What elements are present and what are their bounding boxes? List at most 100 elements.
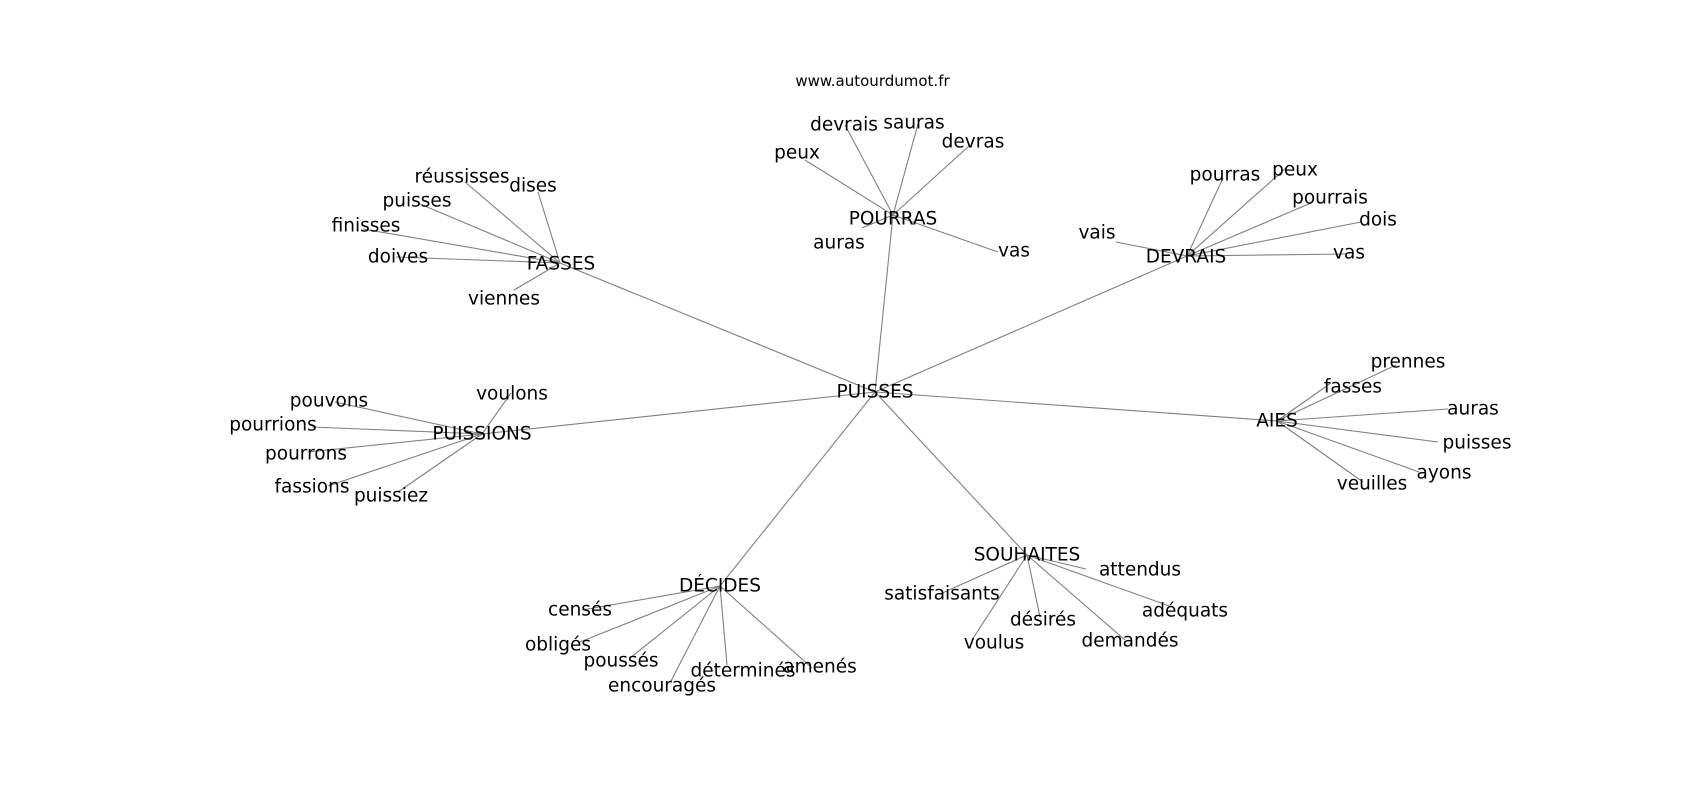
hub-node-decides: DÉCIDES xyxy=(679,575,761,597)
hub-node-aies: AIES xyxy=(1256,411,1298,432)
edge-center-pourras xyxy=(874,214,894,393)
leaf-word-node: obligés xyxy=(525,635,591,656)
leaf-word-node: veuilles xyxy=(1337,474,1408,495)
edge-puissions-pourrions xyxy=(311,426,483,435)
leaf-word-node: fassions xyxy=(275,477,350,498)
edge-souhaites-attendus xyxy=(1026,554,1087,570)
edge-devrais-pourras xyxy=(1186,177,1224,257)
edge-puissions-puissiez xyxy=(397,433,483,493)
edge-devrais-pourrais xyxy=(1186,202,1312,257)
edge-center-decides xyxy=(719,391,876,587)
leaf-word-node: peux xyxy=(1272,160,1318,181)
hub-node-fasses: FASSES xyxy=(527,254,596,275)
leaf-word-node: doives xyxy=(368,247,428,268)
leaf-word-node: puisses xyxy=(383,191,452,212)
leaf-word-node: déterminés xyxy=(691,661,796,682)
edge-aies-prennes xyxy=(1276,364,1397,422)
leaf-word-node: viennes xyxy=(468,289,540,310)
edge-decides-determines xyxy=(719,585,728,666)
leaf-word-node: pourrais xyxy=(1292,188,1368,209)
edge-center-souhaites xyxy=(874,391,1028,556)
leaf-word-node: fasses xyxy=(1324,377,1382,398)
leaf-word-node: attendus xyxy=(1099,560,1181,581)
edges-layer xyxy=(307,123,1449,682)
hub-node-devrais: DEVRAIS xyxy=(1146,247,1227,268)
edge-center-puissions xyxy=(481,391,876,435)
leaf-word-node: censés xyxy=(548,600,612,621)
leaf-word-node: vas xyxy=(1333,243,1365,264)
edge-aies-veuilles xyxy=(1276,420,1364,483)
leaf-word-node: devrais xyxy=(810,115,878,136)
leaf-word-node: pourras xyxy=(1190,165,1261,186)
edge-souhaites-demandes xyxy=(1026,554,1126,641)
leaf-word-node: ayons xyxy=(1417,463,1472,484)
edge-devrais-dois xyxy=(1186,221,1362,257)
leaf-word-node: amenés xyxy=(783,657,857,678)
edge-aies-auras xyxy=(1276,408,1449,422)
leaf-word-node: vas xyxy=(998,241,1030,262)
leaf-word-node: puissiez xyxy=(354,486,428,507)
edge-decides-censes xyxy=(581,585,721,611)
leaf-word-node: demandés xyxy=(1082,631,1179,652)
leaf-word-node: voulons xyxy=(476,384,548,405)
edge-fasses-doives xyxy=(395,256,561,264)
edge-pourras-auras xyxy=(861,214,894,229)
edge-devrais-vais xyxy=(1115,241,1188,257)
leaf-word-node: auras xyxy=(1447,399,1499,420)
edge-fasses-reussisses xyxy=(464,181,561,264)
edge-souhaites-voulus xyxy=(971,554,1028,641)
leaf-word-node: poussés xyxy=(583,651,658,672)
leaf-word-node: voulus xyxy=(964,633,1025,654)
edge-fasses-viennes xyxy=(513,262,561,291)
edge-aies-ayons xyxy=(1276,420,1420,473)
site-title: www.autourdumot.fr xyxy=(795,72,950,90)
edge-puissions-pourrons xyxy=(307,433,483,453)
edge-decides-encourages xyxy=(670,585,721,682)
edge-aies-fasses xyxy=(1276,382,1332,422)
hub-node-puissions: PUISSIONS xyxy=(432,424,531,445)
leaf-word-node: adéquats xyxy=(1142,601,1228,622)
leaf-word-node: réussisses xyxy=(414,167,509,188)
edge-fasses-finisses xyxy=(362,228,561,264)
leaf-word-node: puisses xyxy=(1443,433,1512,454)
leaf-word-node: finisses xyxy=(332,216,401,237)
edge-devrais-peux xyxy=(1186,167,1287,257)
edge-center-aies xyxy=(874,391,1278,422)
leaf-word-node: auras xyxy=(813,233,865,254)
edge-pourras-sauras xyxy=(892,123,919,216)
edge-pourras-devras xyxy=(892,144,971,216)
edge-decides-amenes xyxy=(719,585,813,669)
center-word-node: PUISSES xyxy=(836,382,913,403)
leaf-word-node: peux xyxy=(774,143,820,164)
edge-pourras-peux xyxy=(804,159,894,216)
edge-souhaites-satisfaisants xyxy=(939,554,1028,595)
leaf-word-node: vais xyxy=(1078,223,1115,244)
leaf-word-node: encouragés xyxy=(608,676,716,697)
edge-aies-puisses xyxy=(1276,420,1439,443)
edge-fasses-puisses xyxy=(419,203,561,264)
leaf-word-node: désirés xyxy=(1010,610,1076,631)
edge-puissions-pouvons xyxy=(334,401,483,435)
edge-puissions-voulons xyxy=(481,392,512,435)
edge-devrais-vas xyxy=(1186,253,1348,257)
leaf-word-node: pouvons xyxy=(290,391,368,412)
leaf-word-node: dises xyxy=(509,176,557,197)
leaf-word-node: prennes xyxy=(1371,352,1446,373)
hub-node-pourras: POURRAS xyxy=(849,209,938,230)
edge-center-devrais xyxy=(874,255,1188,393)
leaf-word-node: devras xyxy=(942,132,1005,153)
edge-pourras-vas xyxy=(892,214,999,253)
edge-puissions-fassions xyxy=(327,433,483,487)
hub-node-souhaites: SOUHAITES xyxy=(974,545,1081,566)
leaf-word-node: sauras xyxy=(883,113,944,134)
edge-souhaites-adequats xyxy=(1026,554,1173,608)
leaf-word-node: pourrions xyxy=(229,415,317,436)
edge-decides-obliges xyxy=(579,585,721,643)
edge-pourras-devrais xyxy=(844,124,894,216)
leaf-word-node: satisfaisants xyxy=(884,584,1000,605)
edge-center-fasses xyxy=(559,262,876,393)
edge-fasses-dises xyxy=(537,191,561,264)
